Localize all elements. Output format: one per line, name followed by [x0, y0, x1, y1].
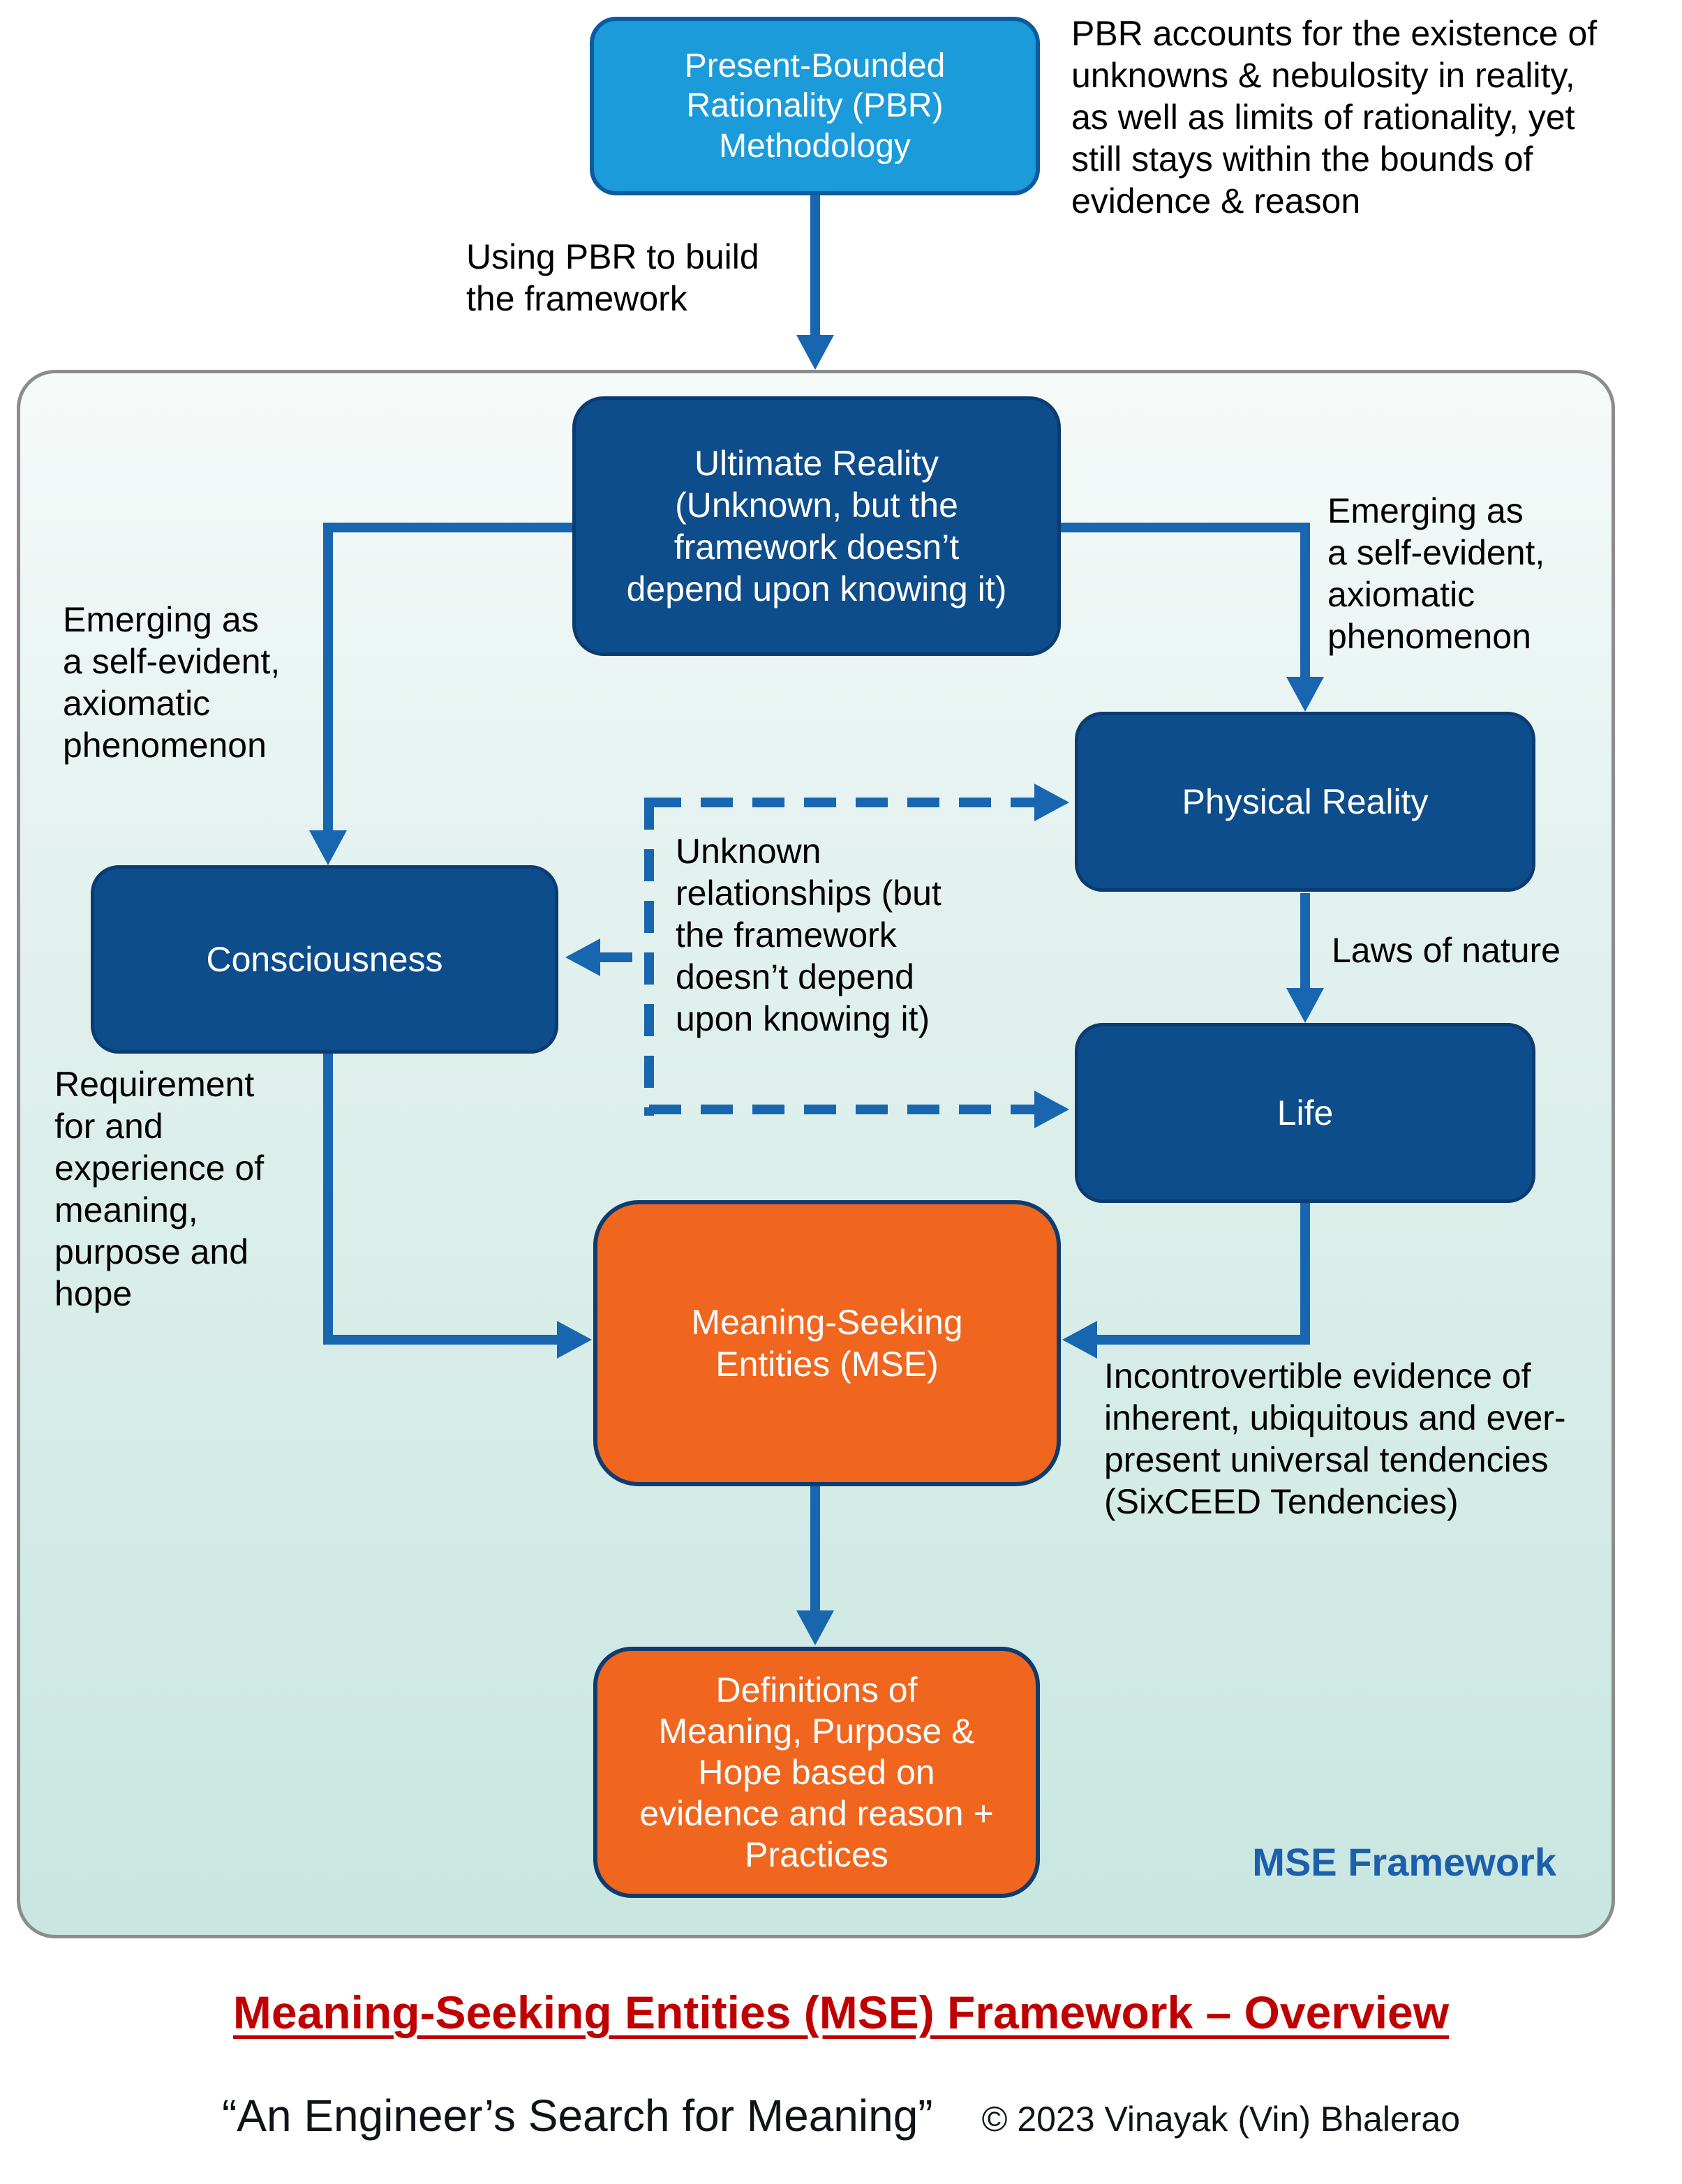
- requirement-label: Requirement for and experience of meanin…: [54, 1065, 265, 1313]
- connector-consciousness-to-mse-h: [323, 1335, 557, 1345]
- connector-ur-to-consciousness-h: [323, 523, 572, 532]
- mse-framework-label: MSE Framework: [1252, 1840, 1556, 1884]
- using-pbr-label: Using PBR to build the framework: [466, 237, 759, 318]
- node-meaning-seeking-entities: Meaning-Seeking Entities (MSE): [593, 1200, 1061, 1486]
- incontrovertible-evidence-label: Incontrovertible evidence of inherent, u…: [1104, 1356, 1566, 1521]
- pbr-note: PBR accounts for the existence of unknow…: [1071, 14, 1598, 220]
- arrowhead-down-icon: [796, 335, 834, 370]
- dashed-connector-to-consciousness: [600, 952, 649, 962]
- connector-life-to-mse-h: [1097, 1335, 1310, 1345]
- unknown-relationships-label: Unknown relationships (but the framework…: [676, 832, 942, 1038]
- node-physical-reality: Physical Reality: [1075, 712, 1535, 892]
- connector-pbr-to-framework: [810, 195, 820, 335]
- node-life: Life: [1075, 1023, 1535, 1203]
- node-pbr-methodology: Present-Bounded Rationality (PBR) Method…: [590, 17, 1040, 195]
- dashed-connector-to-life: [649, 1105, 1034, 1114]
- arrowhead-down-icon: [796, 1610, 834, 1645]
- laws-of-nature-label: Laws of nature: [1332, 931, 1561, 970]
- connector-mse-to-definitions: [810, 1486, 820, 1610]
- emerging-right-label: Emerging as a self-evident, axiomatic ph…: [1327, 491, 1545, 656]
- arrowhead-down-icon: [1286, 677, 1324, 712]
- node-consciousness: Consciousness: [91, 865, 558, 1054]
- engineer-quote: “An Engineer’s Search for Meaning”: [221, 2090, 933, 2141]
- connector-ur-to-physical-v: [1300, 523, 1310, 677]
- arrowhead-right-icon: [1034, 1091, 1069, 1128]
- connector-consciousness-to-mse-v: [323, 1054, 333, 1345]
- dashed-connector-v: [644, 798, 654, 1116]
- arrowhead-left-icon: [565, 938, 600, 976]
- arrowhead-down-icon: [309, 830, 347, 865]
- connector-physical-to-life: [1300, 893, 1310, 988]
- arrowhead-down-icon: [1286, 988, 1324, 1023]
- dashed-connector-to-physical: [649, 798, 1034, 807]
- arrowhead-right-icon: [557, 1321, 592, 1359]
- arrowhead-left-icon: [1062, 1321, 1097, 1359]
- arrowhead-right-icon: [1034, 784, 1069, 821]
- footer: “An Engineer’s Search for Meaning” © 202…: [0, 2090, 1682, 2141]
- node-definitions: Definitions of Meaning, Purpose & Hope b…: [593, 1647, 1040, 1898]
- emerging-left-label: Emerging as a self-evident, axiomatic ph…: [63, 600, 281, 765]
- connector-life-to-mse-v: [1300, 1203, 1310, 1345]
- node-ultimate-reality: Ultimate Reality (Unknown, but the frame…: [572, 396, 1061, 656]
- copyright-text: © 2023 Vinayak (Vin) Bhalerao: [981, 2100, 1461, 2139]
- page-title: Meaning-Seeking Entities (MSE) Framework…: [232, 1987, 1450, 2038]
- connector-ur-to-physical-h: [1061, 523, 1310, 532]
- connector-ur-to-consciousness-v: [323, 523, 333, 830]
